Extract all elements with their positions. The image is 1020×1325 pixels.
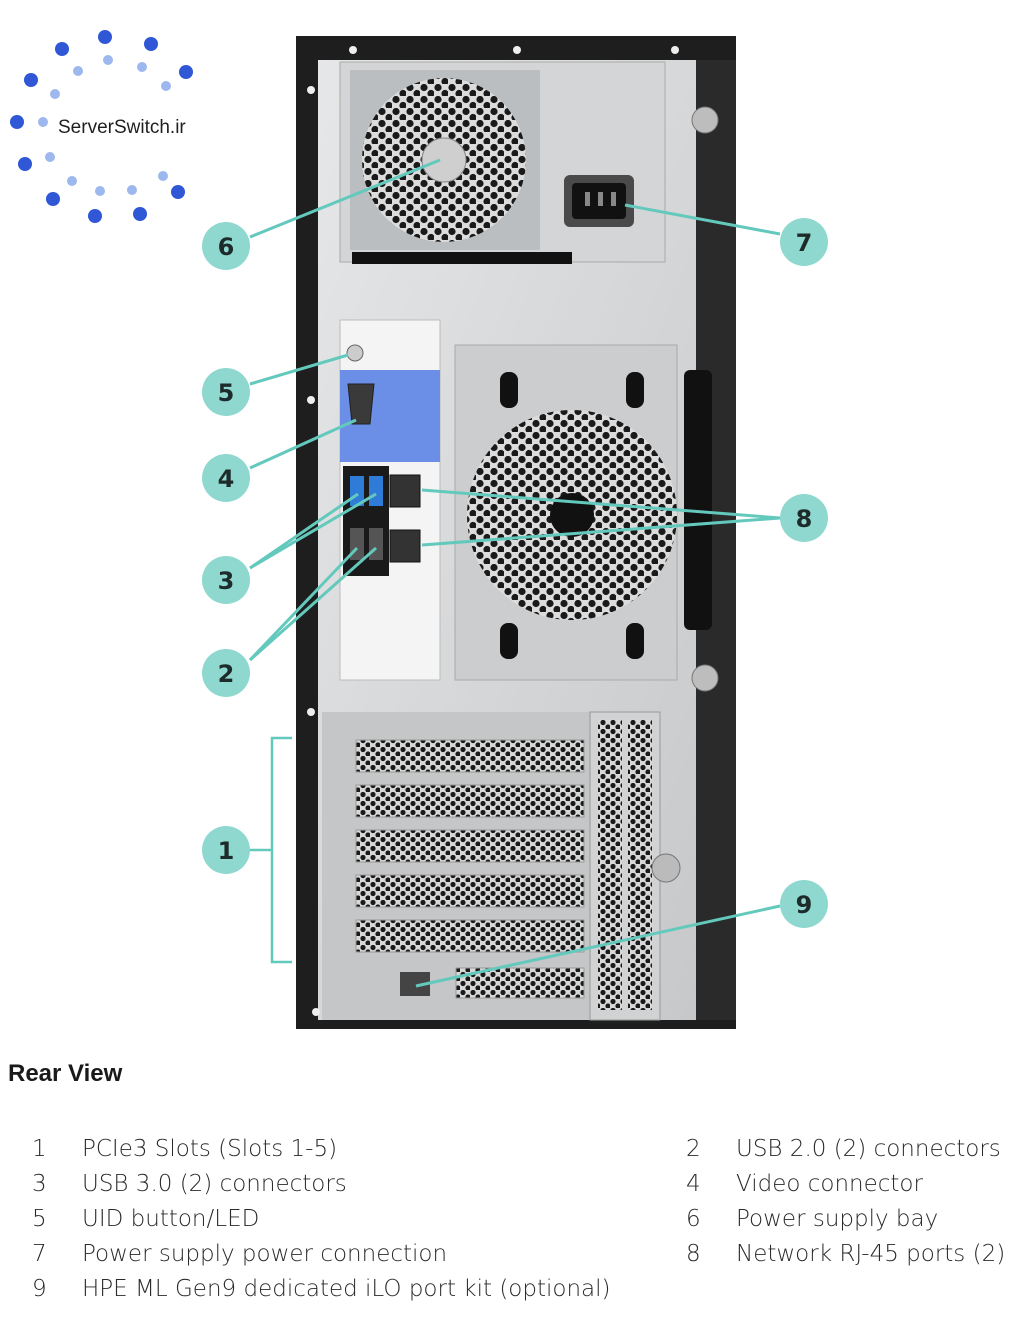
legend-number: 3 — [32, 1171, 47, 1197]
callout-7-label: 7 — [796, 229, 813, 257]
legend-number: 1 — [32, 1136, 47, 1162]
legend-label: Power supply power connection — [82, 1241, 448, 1267]
legend-number: 4 — [686, 1171, 701, 1197]
figure-caption: Rear View — [8, 1060, 123, 1087]
callout-8: 8 — [780, 494, 828, 542]
pcie-slots — [322, 711, 681, 1021]
brand-dot-ring — [10, 30, 193, 223]
legend-number: 8 — [686, 1241, 701, 1267]
callout-5-label: 5 — [218, 379, 235, 407]
legend-number: 5 — [32, 1206, 47, 1232]
vga-connector — [347, 383, 375, 425]
brand-logo: ServerSwitch.ir — [10, 30, 193, 223]
legend-number: 2 — [686, 1136, 701, 1162]
power-supply-bay — [339, 61, 666, 264]
callout-6: 6 — [202, 222, 250, 270]
rj45-port-1 — [389, 474, 421, 508]
callout-1: 1 — [202, 826, 250, 874]
legend-label: Power supply bay — [736, 1206, 939, 1232]
usb3-port-2 — [369, 476, 383, 506]
slots-bracket — [250, 736, 292, 964]
legend-label: PCIe3 Slots (Slots 1-5) — [82, 1136, 338, 1162]
callout-4: 4 — [202, 454, 250, 502]
callout-2: 2 — [202, 649, 250, 697]
system-fan — [454, 344, 678, 681]
legend-number: 9 — [32, 1276, 47, 1302]
callout-7: 7 — [780, 218, 828, 266]
callout-5: 5 — [202, 368, 250, 416]
legend-label: Video connector — [736, 1171, 923, 1197]
legend-number: 6 — [686, 1206, 701, 1232]
legend-label: USB 2.0 (2) connectors — [736, 1136, 1001, 1162]
callout-6-label: 6 — [218, 233, 235, 261]
callout-2-label: 2 — [218, 660, 235, 688]
server-rear-diagram: ServerSwitch.ir — [10, 30, 828, 1029]
usb2-port-2 — [369, 528, 383, 560]
brand-name: ServerSwitch.ir — [58, 117, 186, 138]
callout-3-label: 3 — [218, 567, 235, 595]
callout-3: 3 — [202, 556, 250, 604]
io-panel — [339, 319, 441, 681]
uid-button — [346, 344, 364, 362]
callout-8-label: 8 — [796, 505, 813, 533]
rj45-port-2 — [389, 529, 421, 563]
legend-number: 7 — [32, 1241, 47, 1267]
callout-9-label: 9 — [796, 891, 813, 919]
legend-label: UID button/LED — [82, 1206, 260, 1232]
callout-1-label: 1 — [218, 837, 235, 865]
legend-label: USB 3.0 (2) connectors — [82, 1171, 347, 1197]
callout-9: 9 — [780, 880, 828, 928]
legend-label: HPE ML Gen9 dedicated iLO port kit (opti… — [82, 1276, 611, 1302]
legend-label: Network RJ-45 ports (2) — [736, 1241, 1006, 1267]
leader-lines — [248, 158, 781, 988]
power-inlet — [564, 175, 634, 227]
callout-4-label: 4 — [218, 465, 235, 493]
